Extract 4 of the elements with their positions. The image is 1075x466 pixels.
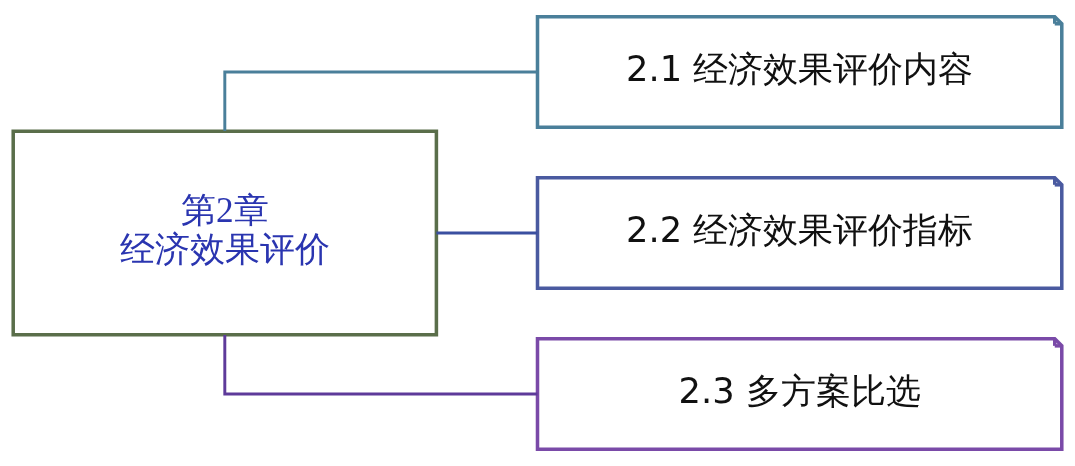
connector	[223, 70, 538, 131]
connector	[223, 335, 538, 396]
node-box: 第2章 经济效果评价	[11, 129, 439, 337]
connector	[436, 231, 538, 235]
